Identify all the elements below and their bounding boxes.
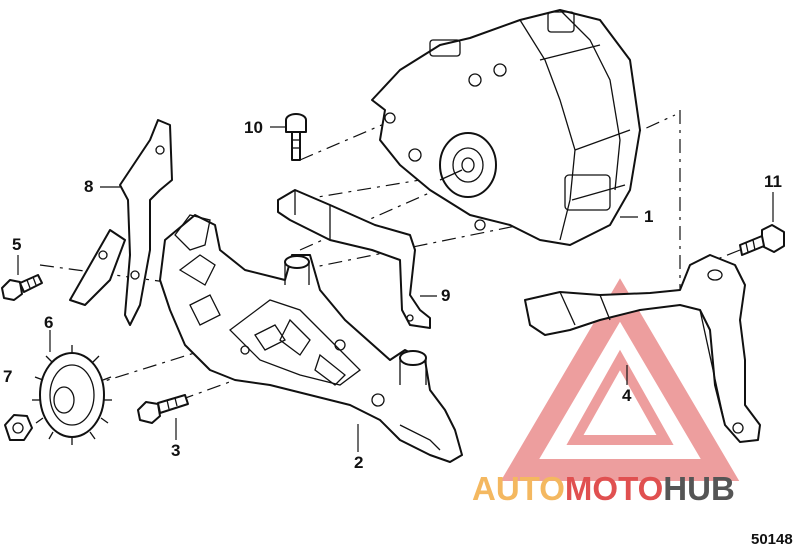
callout-2: 2: [354, 453, 363, 472]
callout-labels: 1 2 3 4 5 6 7 8 9 10 11: [3, 118, 782, 472]
watermark-moto: MOTO: [565, 470, 663, 507]
bracket-part-4: [524, 254, 761, 443]
leader-lines: [17, 126, 774, 452]
bolt-part-11: [739, 224, 785, 256]
callout-11: 11: [764, 172, 782, 191]
callout-6: 6: [44, 313, 53, 332]
bolt-part-10: [285, 113, 307, 161]
injection-pump: [371, 9, 641, 246]
gear-teeth: [32, 345, 112, 445]
gear-part-6: [32, 345, 112, 445]
bracket-part-8: [69, 119, 173, 326]
callout-7: 7: [3, 367, 12, 386]
callout-1: 1: [644, 207, 653, 226]
callout-5: 5: [12, 235, 21, 254]
callout-4: 4: [622, 386, 632, 405]
watermark-text: AUTOMOTOHUB: [472, 470, 735, 507]
support-plate: [159, 214, 463, 463]
watermark-hub: HUB: [663, 470, 735, 507]
callout-10: 10: [244, 118, 263, 137]
watermark-auto: AUTO: [472, 470, 565, 507]
callout-8: 8: [84, 177, 93, 196]
figure-number: 50148: [751, 531, 793, 548]
nut-part-7: [4, 414, 33, 441]
callout-9: 9: [441, 286, 450, 305]
callout-3: 3: [171, 441, 180, 460]
bolt-part-3: [137, 394, 189, 424]
bracket-part-9: [277, 189, 431, 329]
bolt-part-5: [1, 274, 43, 301]
watermark-triangle: [500, 278, 740, 481]
